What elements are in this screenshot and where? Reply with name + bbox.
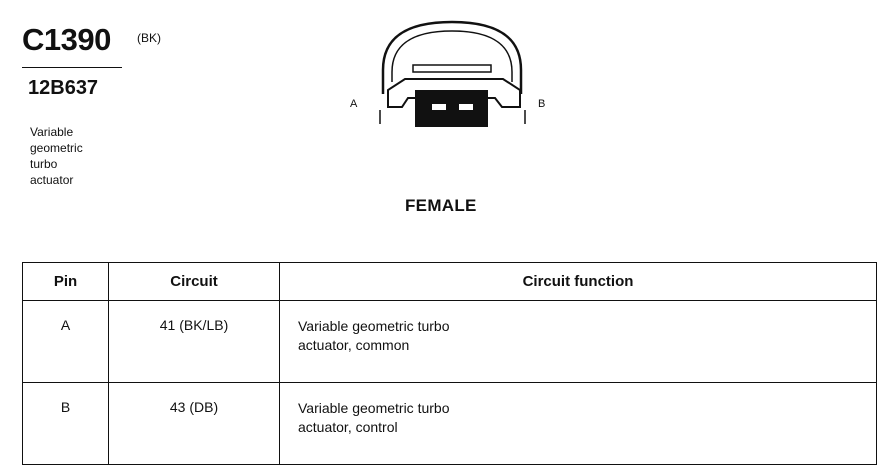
- terminal-cavity-block: [415, 90, 488, 127]
- connector-id: C1390: [22, 22, 111, 57]
- table-row: A 41 (BK/LB) Variable geometric turbo ac…: [22, 300, 877, 383]
- circuit-cell: 41 (BK/LB): [108, 300, 280, 383]
- pin-a-label: A: [350, 98, 358, 110]
- connector-face-diagram: A B: [350, 20, 545, 127]
- table-header-row: Pin Circuit Circuit function: [22, 262, 877, 301]
- table-row: B 43 (DB) Variable geometric turbo actua…: [22, 382, 877, 465]
- function-cell: Variable geometric turbo actuator, commo…: [279, 300, 877, 383]
- function-line: actuator, common: [298, 337, 410, 353]
- pin-b-terminal: [459, 104, 473, 110]
- pin-cell: B: [22, 382, 109, 465]
- header-circuit: Circuit: [108, 262, 280, 301]
- pin-b-label: B: [538, 98, 545, 110]
- function-line: actuator, control: [298, 419, 398, 435]
- connector-description: Variable geometric turbo actuator: [30, 124, 120, 188]
- pin-a-terminal: [432, 104, 446, 110]
- view-label: FEMALE: [405, 196, 477, 215]
- part-number: 12B637: [28, 77, 99, 99]
- connector-body-outline: [387, 78, 521, 108]
- connector-hood-outline: [381, 20, 523, 94]
- circuit-cell: 43 (DB): [108, 382, 280, 465]
- function-cell: Variable geometric turbo actuator, contr…: [279, 382, 877, 465]
- description-line: turbo: [30, 157, 58, 171]
- description-line: geometric: [30, 141, 83, 155]
- header-divider: [22, 67, 122, 68]
- header-circuit-function: Circuit function: [279, 262, 877, 301]
- locking-tab: [412, 64, 492, 73]
- function-line: Variable geometric turbo: [298, 318, 450, 334]
- pin-table: Pin Circuit Circuit function A 41 (BK/LB…: [22, 262, 877, 465]
- header-pin: Pin: [22, 262, 109, 301]
- connector-color-code: (BK): [137, 31, 161, 45]
- description-line: actuator: [30, 173, 74, 187]
- pin-cell: A: [22, 300, 109, 383]
- connector-hood-inner-outline: [391, 30, 513, 82]
- description-line: Variable: [30, 125, 74, 139]
- function-line: Variable geometric turbo: [298, 400, 450, 416]
